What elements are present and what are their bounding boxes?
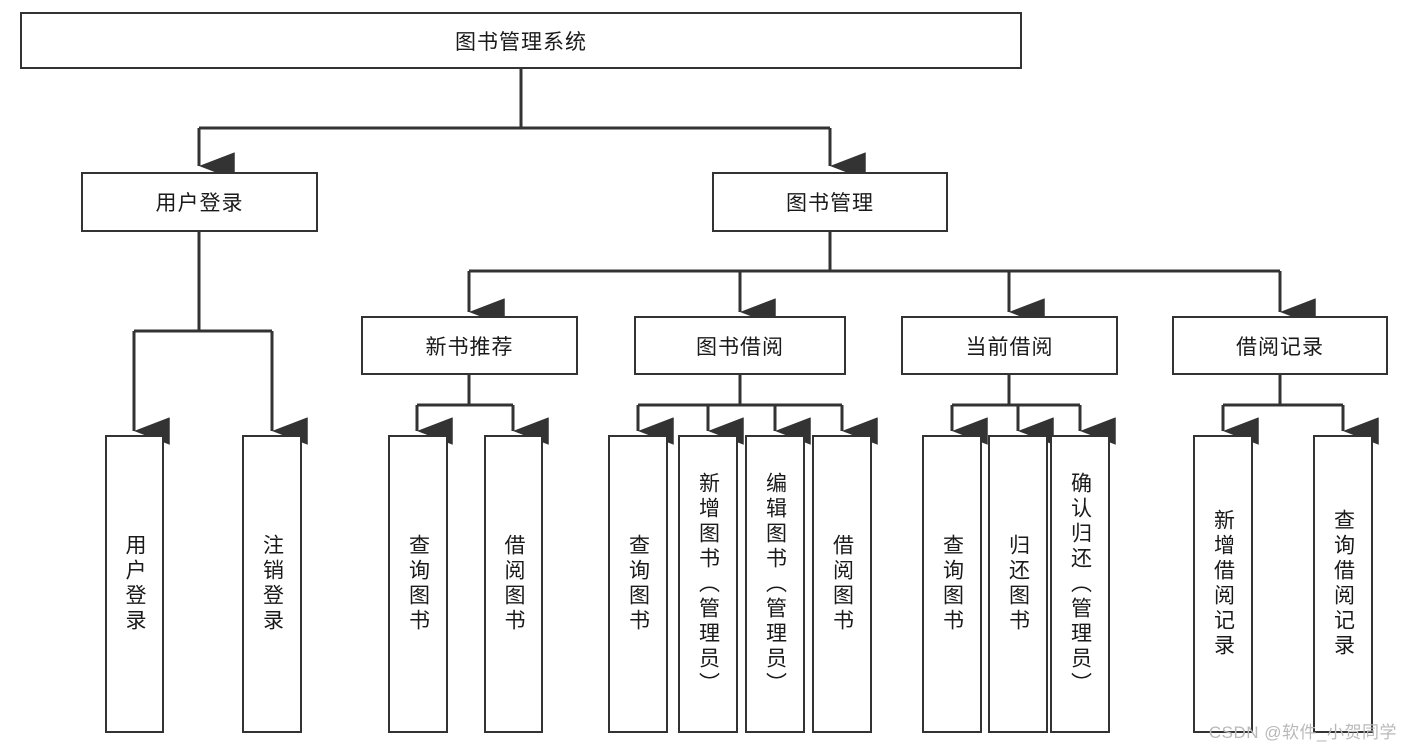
leaf-new-book-borrow[interactable]: 借阅图书 — [484, 435, 543, 733]
node-root[interactable]: 图书管理系统 — [20, 12, 1022, 69]
node-user-login-label: 用户登录 — [155, 192, 244, 215]
leaf-label: 归还图书 — [1006, 534, 1030, 634]
leaf-user-login-login[interactable]: 用户登录 — [105, 435, 164, 733]
node-new-book-recommend-label: 新书推荐 — [425, 335, 514, 359]
node-root-label: 图书管理系统 — [455, 30, 587, 54]
leaf-label: 确认归还（管理员） — [1068, 471, 1092, 697]
leaf-current-borrow-return[interactable]: 归还图书 — [988, 435, 1048, 733]
leaf-label: 用户登录 — [123, 534, 146, 634]
leaf-label: 查询借阅记录 — [1331, 509, 1355, 659]
leaf-label: 查询图书 — [940, 534, 964, 634]
leaf-book-borrow-borrow[interactable]: 借阅图书 — [812, 435, 872, 733]
leaf-label: 编辑图书（管理员） — [763, 471, 787, 697]
node-borrow-record[interactable]: 借阅记录 — [1172, 316, 1388, 375]
leaf-label: 新增借阅记录 — [1211, 509, 1235, 659]
leaf-borrow-record-add[interactable]: 新增借阅记录 — [1193, 435, 1253, 733]
leaf-current-borrow-query[interactable]: 查询图书 — [922, 435, 982, 733]
leaf-label: 新增图书（管理员） — [696, 471, 720, 697]
node-book-borrow-label: 图书借阅 — [696, 335, 784, 359]
node-book-borrow[interactable]: 图书借阅 — [634, 316, 846, 375]
watermark-text: CSDN @软件_小贺同学 — [1208, 723, 1397, 742]
node-book-manage-label: 图书管理 — [786, 192, 874, 215]
node-new-book-recommend[interactable]: 新书推荐 — [361, 316, 578, 375]
leaf-book-borrow-edit[interactable]: 编辑图书（管理员） — [745, 435, 805, 733]
node-current-borrow-label: 当前借阅 — [965, 335, 1054, 359]
leaf-new-book-query[interactable]: 查询图书 — [388, 435, 448, 733]
node-current-borrow[interactable]: 当前借阅 — [901, 316, 1118, 375]
node-book-manage[interactable]: 图书管理 — [712, 172, 948, 232]
node-user-login[interactable]: 用户登录 — [81, 172, 318, 232]
leaf-user-login-logout[interactable]: 注销登录 — [242, 435, 302, 733]
node-borrow-record-label: 借阅记录 — [1236, 335, 1324, 359]
leaf-label: 查询图书 — [626, 534, 650, 634]
leaf-label: 借阅图书 — [502, 534, 525, 634]
leaf-borrow-record-query[interactable]: 查询借阅记录 — [1313, 435, 1373, 733]
leaf-book-borrow-query[interactable]: 查询图书 — [608, 435, 668, 733]
leaf-book-borrow-add[interactable]: 新增图书（管理员） — [678, 435, 738, 733]
leaf-label: 借阅图书 — [830, 534, 854, 634]
leaf-label: 注销登录 — [260, 534, 284, 634]
leaf-label: 查询图书 — [406, 534, 430, 634]
leaf-current-borrow-confirm[interactable]: 确认归还（管理员） — [1050, 435, 1110, 733]
